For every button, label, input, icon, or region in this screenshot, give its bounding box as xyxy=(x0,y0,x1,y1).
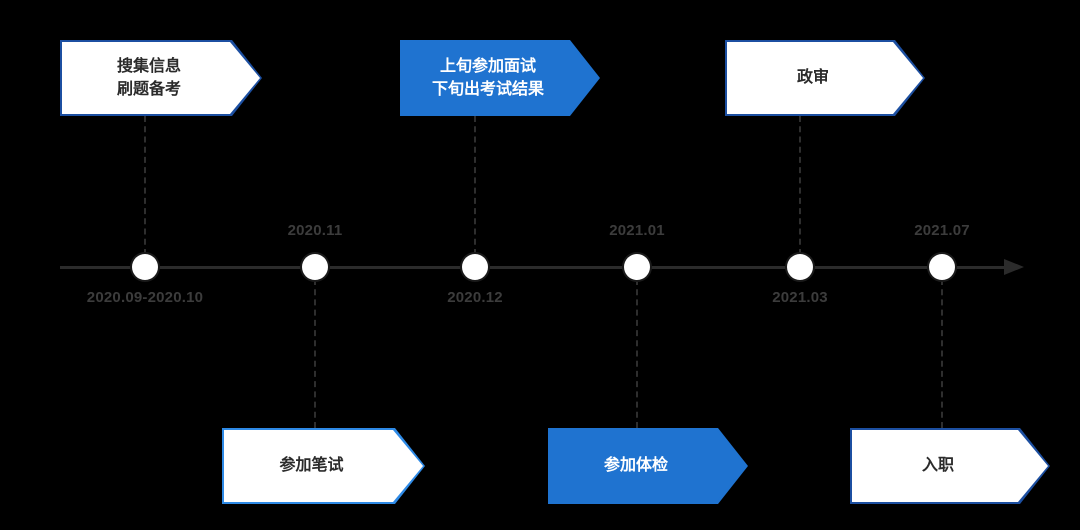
step-chevron-step5[interactable]: 政审 xyxy=(725,40,925,116)
step-chevron-body xyxy=(224,430,423,502)
step-chevron-body xyxy=(727,42,923,114)
timeline-date-label: 2021.07 xyxy=(914,222,970,239)
step-chevron-body xyxy=(550,430,746,502)
step-chevron-label: 上旬参加面试 下旬出考试结果 xyxy=(431,57,544,98)
step-connector-line xyxy=(144,116,146,255)
step-connector-line xyxy=(474,116,476,255)
timeline-date-label: 2020.12 xyxy=(447,289,503,306)
timeline-axis-arrow-icon xyxy=(1004,259,1024,275)
step-chevron-step3[interactable]: 上旬参加面试 下旬出考试结果 xyxy=(400,40,600,116)
step-chevron-body xyxy=(62,42,260,114)
step-chevron-label: 政审 xyxy=(796,69,829,87)
timeline-date-label: 2021.03 xyxy=(772,289,828,306)
timeline-node-marker[interactable] xyxy=(302,254,328,280)
timeline-node-marker[interactable] xyxy=(462,254,488,280)
timeline-axis-line xyxy=(60,266,1010,269)
timeline-node-marker[interactable] xyxy=(787,254,813,280)
step-chevron-step6[interactable]: 入职 xyxy=(850,428,1050,504)
step-chevron-body xyxy=(402,42,598,114)
step-chevron-label: 入职 xyxy=(921,457,954,475)
timeline-node-marker[interactable] xyxy=(132,254,158,280)
step-connector-line xyxy=(314,279,316,428)
timeline-date-label: 2021.01 xyxy=(609,222,665,239)
timeline-date-label: 2020.09-2020.10 xyxy=(86,289,204,306)
step-chevron-label: 搜集信息 刷题备考 xyxy=(116,57,181,98)
step-chevron-body xyxy=(852,430,1048,502)
step-chevron-label: 参加笔试 xyxy=(279,457,344,475)
step-connector-line xyxy=(799,116,801,255)
step-connector-line xyxy=(636,279,638,428)
timeline-node-marker[interactable] xyxy=(929,254,955,280)
timeline-node-marker[interactable] xyxy=(624,254,650,280)
step-chevron-step4[interactable]: 参加体检 xyxy=(548,428,748,504)
step-chevron-step1[interactable]: 搜集信息 刷题备考 xyxy=(60,40,262,116)
step-chevron-label: 参加体检 xyxy=(603,457,668,475)
timeline-date-label: 2020.11 xyxy=(287,222,343,239)
step-connector-line xyxy=(941,279,943,428)
step-chevron-step2[interactable]: 参加笔试 xyxy=(222,428,425,504)
